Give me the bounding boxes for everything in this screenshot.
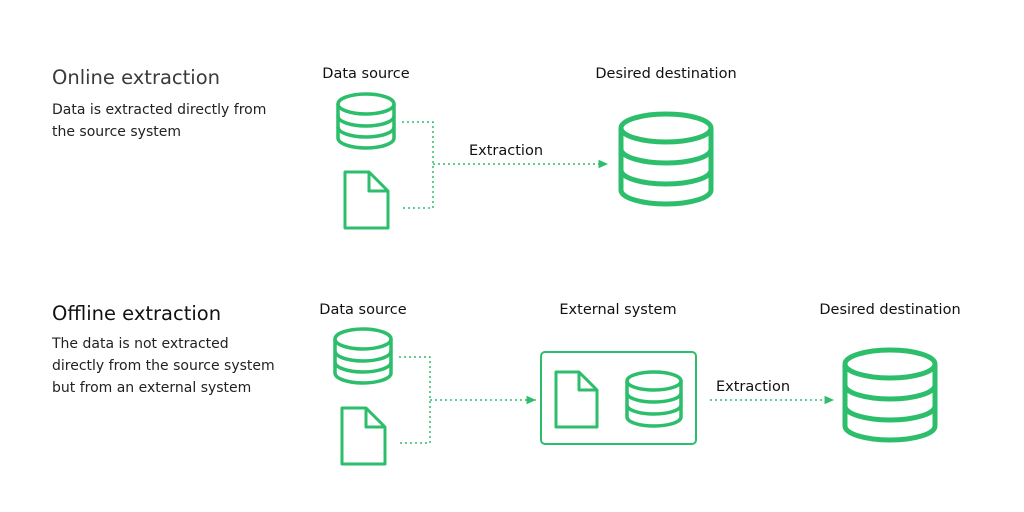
database-icon [842,347,938,443]
online-destination-label: Desired destination [595,66,737,82]
document-icon [554,370,599,429]
online-connector [402,121,608,209]
online-source-label: Data source [322,66,410,82]
offline-description: The data is not extracted directly from … [52,336,275,396]
offline-extraction-label: Extraction [716,379,791,395]
external-system-box [540,351,697,445]
database-icon [336,92,396,150]
database-icon [625,370,683,428]
offline-destination-label: Desired destination [819,302,961,318]
offline-title: Offline extraction [52,302,222,325]
offline-source-label: Data source [319,302,407,318]
offline-external-label: External system [559,302,677,318]
database-icon [333,327,393,385]
document-icon [343,170,390,230]
offline-connector [399,356,536,444]
online-extraction-label: Extraction [469,143,544,159]
database-icon [618,111,714,207]
online-title: Online extraction [52,66,220,89]
online-description: Data is extracted directly from the sour… [52,102,267,140]
document-icon [340,406,387,466]
